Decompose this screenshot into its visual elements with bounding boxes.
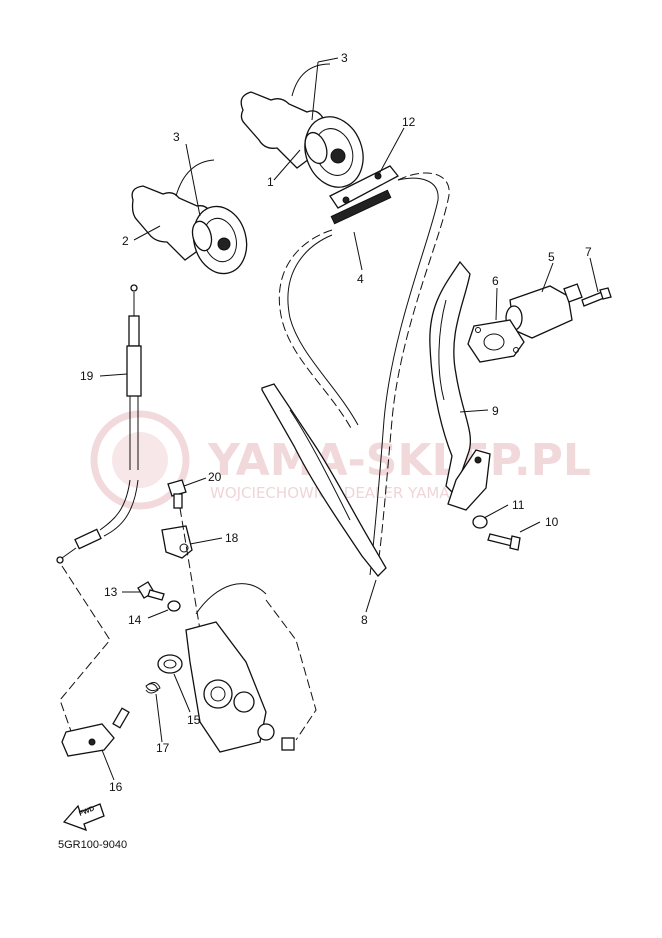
bolt-13 [137, 581, 165, 601]
leader-lines [99, 57, 599, 781]
bolt-7 [581, 287, 612, 307]
part-label-16: 16 [109, 780, 123, 794]
part-label-9: 9 [492, 404, 499, 418]
part-label-11: 11 [512, 498, 525, 512]
part-label-15: 15 [187, 713, 201, 727]
cable-19 [56, 284, 142, 564]
part-label-7: 7 [585, 245, 592, 259]
washer-11 [472, 515, 488, 529]
spring-17 [145, 682, 161, 694]
part-label-14: 14 [128, 613, 142, 627]
bolt-10 [487, 533, 521, 551]
part-label-10: 10 [545, 515, 559, 529]
part-label-17: 17 [156, 741, 170, 755]
part-label-18: 18 [225, 531, 239, 545]
bracket-connection-line [179, 507, 201, 631]
engine-case [185, 583, 317, 753]
tensioner-5 [505, 283, 583, 339]
fwd-arrow-icon: FWD [62, 803, 105, 832]
part-label-20: 20 [208, 470, 222, 484]
chain-guide-8 [261, 383, 387, 577]
gasket-6 [467, 319, 525, 363]
part-label-13: 13 [104, 585, 118, 599]
part-label-3: 3 [341, 51, 348, 65]
bolt-20 [167, 479, 187, 509]
watermark-brand: YAMA-SKLEP.PL [207, 435, 591, 486]
part-label-3: 3 [173, 130, 180, 144]
part-labels: 3 3 1 2 12 4 5 6 7 9 11 10 8 19 20 18 13… [80, 51, 592, 794]
diagram-code: 5GR100-9040 [58, 839, 127, 851]
part-label-2: 2 [122, 234, 129, 248]
part-label-1: 1 [267, 175, 274, 189]
timing-chain-4 [278, 172, 450, 576]
washer-14 [167, 600, 181, 612]
part-label-19: 19 [80, 369, 94, 383]
chain-guide-9 [429, 260, 491, 511]
part-label-8: 8 [361, 613, 368, 627]
part-label-5: 5 [548, 250, 555, 264]
part-label-6: 6 [492, 274, 499, 288]
camshaft-2 [131, 185, 248, 275]
collar-15 [157, 654, 183, 674]
watermark-logo-icon [90, 410, 190, 510]
camshaft-1 [240, 91, 364, 188]
chain-guide-12 [329, 165, 399, 209]
shaft-16 [61, 707, 130, 757]
part-label-12: 12 [402, 115, 416, 129]
circlip-3-upper [291, 63, 331, 97]
circlip-3-lower [175, 159, 215, 197]
part-label-4: 4 [357, 272, 364, 286]
cable-connection-line [59, 565, 111, 735]
